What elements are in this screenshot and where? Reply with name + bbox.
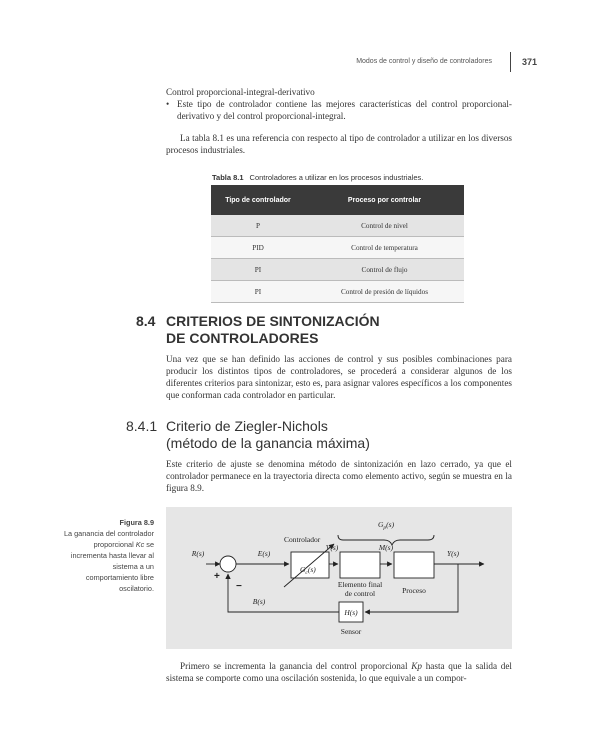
process-block — [393, 551, 435, 579]
b-label: B(s) — [253, 597, 266, 606]
table-label: Tabla 8.1 — [212, 173, 244, 182]
page-number: 371 — [522, 57, 538, 67]
sensor-label: Sensor — [341, 627, 362, 636]
table-caption-text: Controladores a utilizar en los procesos… — [249, 173, 424, 182]
intro-paragraph: La tabla 8.1 es una referencia con respe… — [166, 133, 512, 155]
closing-kp: Kp — [411, 661, 422, 671]
e-label: E(s) — [257, 549, 271, 558]
table-header-row: Tipo de controlador Proceso por controla… — [211, 185, 464, 215]
plus-sign: + — [214, 571, 220, 582]
v-label: V(s) — [326, 543, 339, 552]
gp-label: Gp(s) — [378, 520, 395, 531]
intro-bullet: • Este tipo de controlador contiene las … — [166, 98, 512, 122]
final-element-label: Elemento final — [338, 580, 382, 589]
closing-text-end: hasta que la salida del sistema se compo… — [166, 661, 512, 683]
process-label: Proceso — [402, 586, 426, 595]
figure-caption-kc: Kc — [135, 540, 145, 549]
controller-label: Controlador — [284, 535, 321, 544]
header-divider — [510, 52, 511, 72]
figure-caption-text-end: se incrementa hasta llevar al sistema a … — [70, 540, 154, 593]
gc-label: Gc(s) — [300, 565, 316, 576]
section-title: CRITERIOS DE SINTONIZACIÓN DE CONTROLADO… — [166, 313, 380, 347]
figure-label: Figura 8.9 — [119, 518, 154, 527]
section-paragraph: Una vez que se han definido las acciones… — [166, 354, 512, 400]
subsection-title-line: (método de la ganancia máxima) — [166, 435, 370, 451]
y-label: Y(s) — [447, 549, 460, 558]
summing-junction — [219, 555, 237, 573]
h-label: H(s) — [343, 608, 358, 617]
m-label: M(s) — [378, 543, 394, 552]
subsection-title-line: Criterio de Ziegler-Nichols — [166, 418, 328, 434]
subsection-paragraph: Este criterio de ajuste se denomina méto… — [166, 459, 512, 493]
section-title-line: CRITERIOS DE SINTONIZACIÓN — [166, 313, 380, 329]
r-label: R(s) — [191, 549, 205, 558]
subsection-number: 8.4.1 — [126, 418, 158, 434]
bullet-icon: • — [166, 99, 170, 109]
minus-sign: − — [236, 581, 242, 592]
running-title: Modos de control y diseño de controlador… — [356, 58, 492, 65]
running-header: Modos de control y diseño de controlador… — [0, 52, 600, 76]
table-cell: PID — [211, 236, 305, 259]
final-element-block — [339, 551, 381, 579]
closing-paragraph: Primero se incrementa la ganancia del co… — [166, 660, 512, 684]
block-diagram: Gp(s) Controlador R(s) E(s) V(s) M(s) Y(… — [191, 520, 485, 636]
table-cell: Control de presión de líquidos — [305, 280, 464, 303]
table-cell: Control de nivel — [305, 215, 464, 237]
section-title-line: DE CONTROLADORES — [166, 330, 319, 346]
subsection-title: Criterio de Ziegler-Nichols (método de l… — [166, 418, 370, 452]
table-cell: Control de flujo — [305, 258, 464, 281]
figure-caption-text: La ganancia del controlador proporcional — [63, 529, 154, 549]
figure-caption: Figura 8.9 La ganancia del controlador p… — [60, 517, 154, 594]
table-cell: PI — [211, 258, 305, 281]
final-element-label: de control — [345, 589, 375, 598]
intro-bullet-text: Este tipo de controlador contiene las me… — [177, 99, 512, 121]
table-header-cell: Proceso por controlar — [305, 185, 464, 215]
table-caption: Tabla 8.1 Controladores a utilizar en los… — [212, 173, 423, 182]
closing-text: Primero se incrementa la ganancia del co… — [180, 661, 412, 671]
table-cell: Control de temperatura — [305, 236, 464, 259]
intro-block: Control proporcional-integral-derivativo… — [166, 86, 512, 156]
block-diagram-figure: Gp(s) Controlador R(s) E(s) V(s) M(s) Y(… — [166, 507, 512, 649]
table-cell: PI — [211, 280, 305, 303]
intro-subheading: Control proporcional-integral-derivativo — [166, 87, 315, 97]
section-number: 8.4 — [136, 313, 156, 329]
table-header-cell: Tipo de controlador — [211, 185, 305, 215]
table-cell: P — [211, 215, 305, 237]
gp-brace — [337, 534, 435, 547]
controllers-table: Tipo de controlador Proceso por controla… — [211, 185, 464, 303]
